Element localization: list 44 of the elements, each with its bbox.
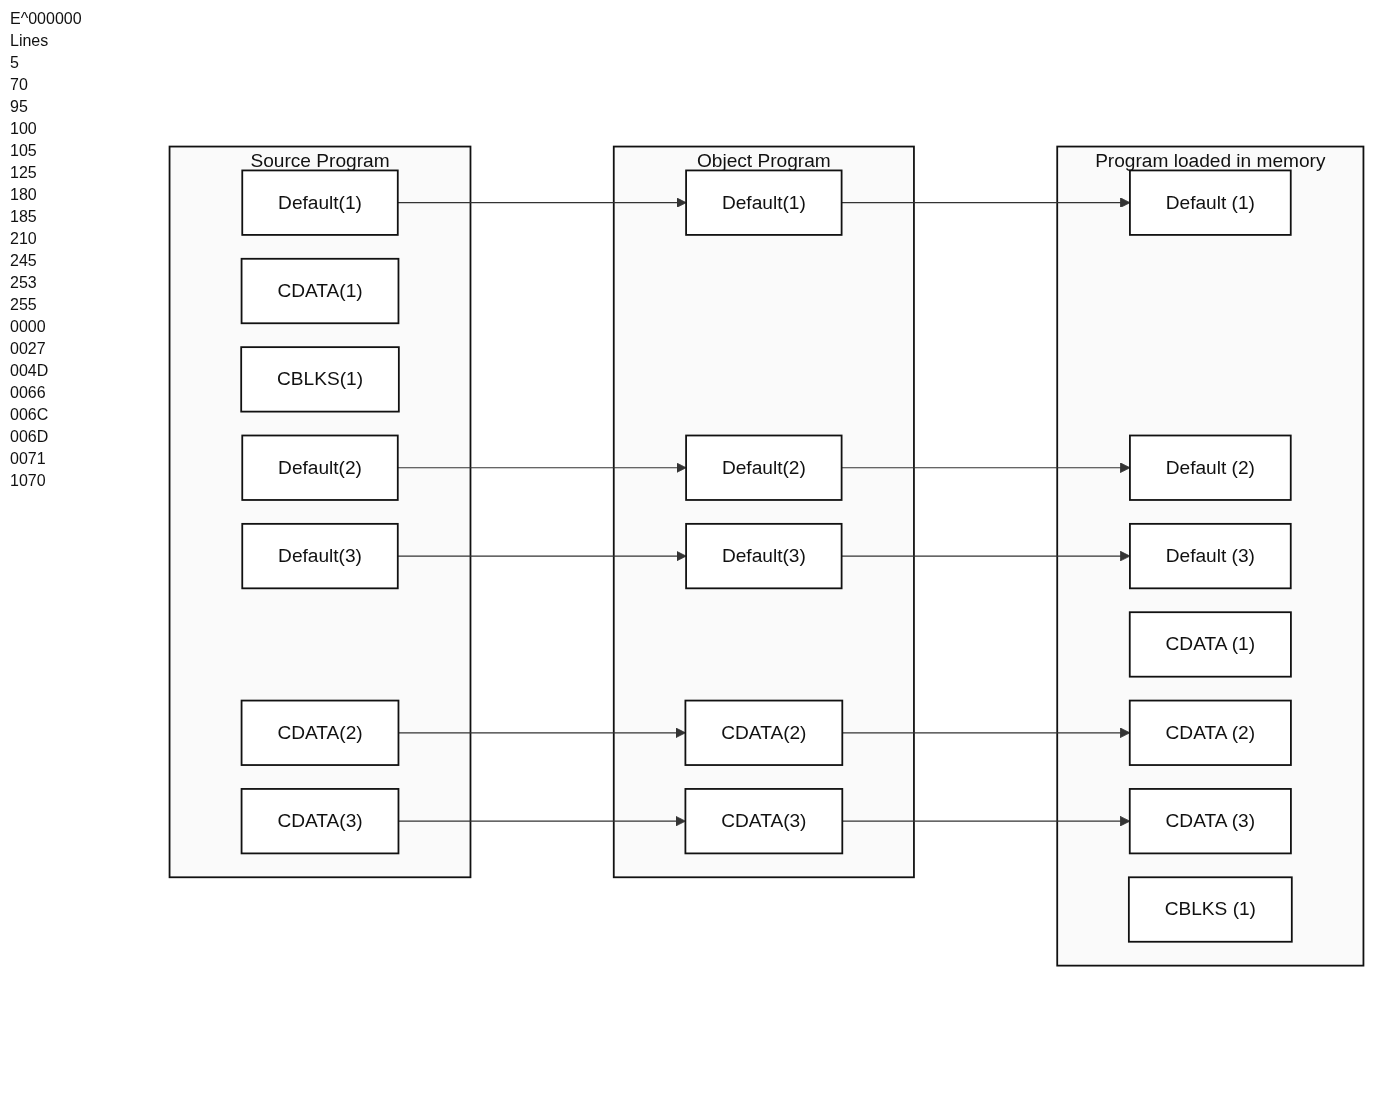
- annotation-label: 185: [10, 208, 38, 226]
- node-box: Default(3): [241, 522, 399, 590]
- node-box: CDATA(3): [240, 787, 400, 855]
- node-box: Default (2): [1129, 434, 1292, 501]
- node-box: CBLKS(1): [240, 346, 400, 413]
- annotation-label: 100: [10, 120, 38, 138]
- arrow: [397, 550, 687, 562]
- annotation-label: 95: [10, 98, 29, 116]
- node-box: Default (3): [1129, 522, 1292, 590]
- node-box: CBLKS (1): [1127, 876, 1293, 943]
- annotation-label: 210: [10, 230, 38, 248]
- annotation-label: 0071: [10, 450, 47, 468]
- annotation-label: E^000000: [10, 10, 83, 28]
- annotation-label: 245: [10, 252, 38, 270]
- annotation-label: 180: [10, 186, 38, 204]
- node-box: CDATA (1): [1128, 611, 1292, 678]
- node-box: CDATA (3): [1128, 787, 1292, 855]
- annotation-label: 006C: [10, 406, 50, 424]
- annotation-label: Lines: [10, 32, 50, 50]
- node-box: Default(1): [241, 169, 399, 236]
- annotation-label: 5: [10, 54, 20, 72]
- arrow: [397, 462, 687, 473]
- node-box: Default(2): [685, 434, 843, 501]
- annotation-label: 006D: [10, 428, 50, 446]
- annotation-label: 0027: [10, 340, 47, 358]
- node-box: Default(1): [685, 169, 843, 236]
- arrow: [397, 197, 687, 208]
- annotation-label: 255: [10, 296, 38, 314]
- annotation-label: 1070: [10, 472, 47, 490]
- node-box: Default(2): [241, 434, 399, 501]
- annotation-label: 253: [10, 274, 38, 292]
- node-box: CDATA(2): [684, 699, 844, 766]
- node-box: CDATA(2): [240, 699, 400, 766]
- annotation-label: 125: [10, 164, 38, 182]
- node-box: CDATA(1): [240, 257, 400, 325]
- node-box: CDATA (2): [1128, 699, 1292, 766]
- node-box: Default (1): [1129, 169, 1292, 236]
- annotation-label: 0000: [10, 318, 47, 336]
- annotation-label: 004D: [10, 362, 50, 380]
- node-box: CDATA(3): [684, 787, 844, 855]
- annotation-label: 105: [10, 142, 38, 160]
- annotation-label: 0066: [10, 384, 47, 402]
- node-box: Default(3): [685, 522, 843, 590]
- annotation-label: 70: [10, 76, 29, 94]
